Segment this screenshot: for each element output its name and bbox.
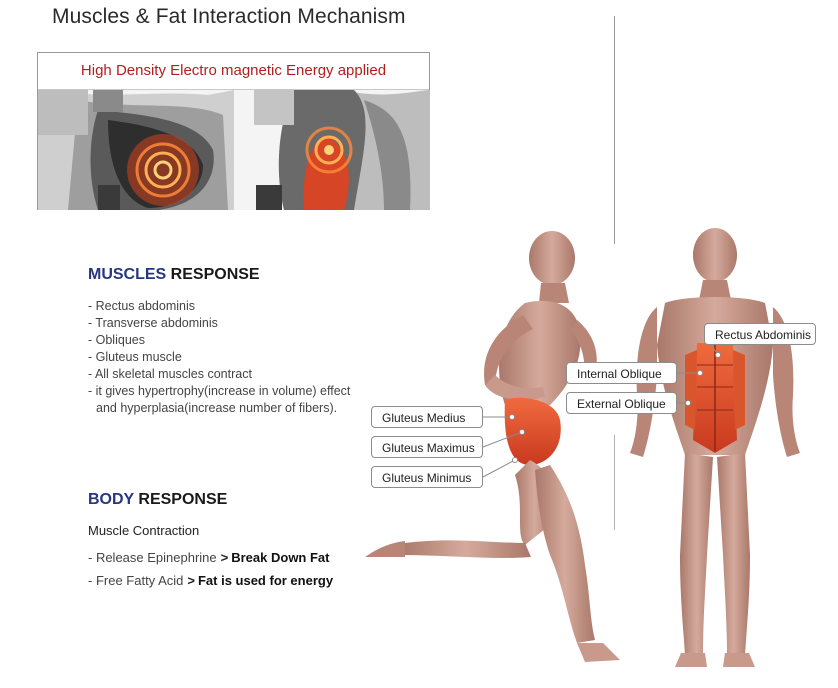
body-heading-accent: BODY <box>88 491 134 508</box>
list-item: - Obliques <box>88 333 145 347</box>
body-response-subtitle: Muscle Contraction <box>88 523 200 538</box>
list-item: - Gluteus muscle <box>88 350 182 364</box>
body-response-row: - Release Epinephrine>Break Down Fat <box>88 550 329 565</box>
list-item: and hyperplasia(increase number of fiber… <box>96 401 338 415</box>
label-internal-oblique: Internal Oblique <box>566 362 677 384</box>
label-gluteus-medius: Gluteus Medius <box>371 406 483 428</box>
divider-line-lower <box>614 435 615 530</box>
running-figure <box>365 231 620 662</box>
row-cause: - Release Epinephrine <box>88 550 217 565</box>
muscles-heading-rest: RESPONSE <box>166 266 260 283</box>
arrow-icon: > <box>220 550 229 565</box>
label-rectus-abdominis: Rectus Abdominis <box>704 323 816 345</box>
row-result: Break Down Fat <box>231 550 330 565</box>
anatomy-figures <box>345 225 825 683</box>
energy-illustration-abdominal <box>234 90 430 210</box>
muscles-response-heading: MUSCLES RESPONSE <box>88 266 260 284</box>
body-response-heading: BODY RESPONSE <box>88 491 227 509</box>
energy-illustration-gluteal <box>38 90 234 210</box>
arrow-icon: > <box>187 573 195 588</box>
body-response-row: - Free Fatty Acid>Fat is used for energy <box>88 573 333 588</box>
energy-panel: High Density Electro magnetic Energy app… <box>37 52 430 210</box>
list-item: - it gives hypertrophy(increase in volum… <box>88 384 351 398</box>
muscles-heading-accent: MUSCLES <box>88 266 167 283</box>
standing-figure <box>630 228 800 667</box>
muscles-response-list: - Rectus abdominis - Transverse abdomini… <box>88 298 350 417</box>
energy-panel-divider <box>38 89 429 90</box>
row-cause: - Free Fatty Acid <box>88 573 184 588</box>
label-external-oblique: External Oblique <box>566 392 677 414</box>
body-heading-rest: RESPONSE <box>133 491 228 508</box>
list-item: - All skeletal muscles contract <box>88 367 252 381</box>
label-gluteus-minimus: Gluteus Minimus <box>371 466 483 488</box>
label-gluteus-maximus: Gluteus Maximus <box>371 436 483 458</box>
row-result: Fat is used for energy <box>197 573 334 588</box>
energy-panel-title: High Density Electro magnetic Energy app… <box>80 62 387 79</box>
page-title: Muscles & Fat Interaction Mechanism <box>52 5 406 28</box>
divider-line <box>614 16 615 244</box>
list-item: - Transverse abdominis <box>88 316 218 330</box>
list-item: - Rectus abdominis <box>88 299 195 313</box>
